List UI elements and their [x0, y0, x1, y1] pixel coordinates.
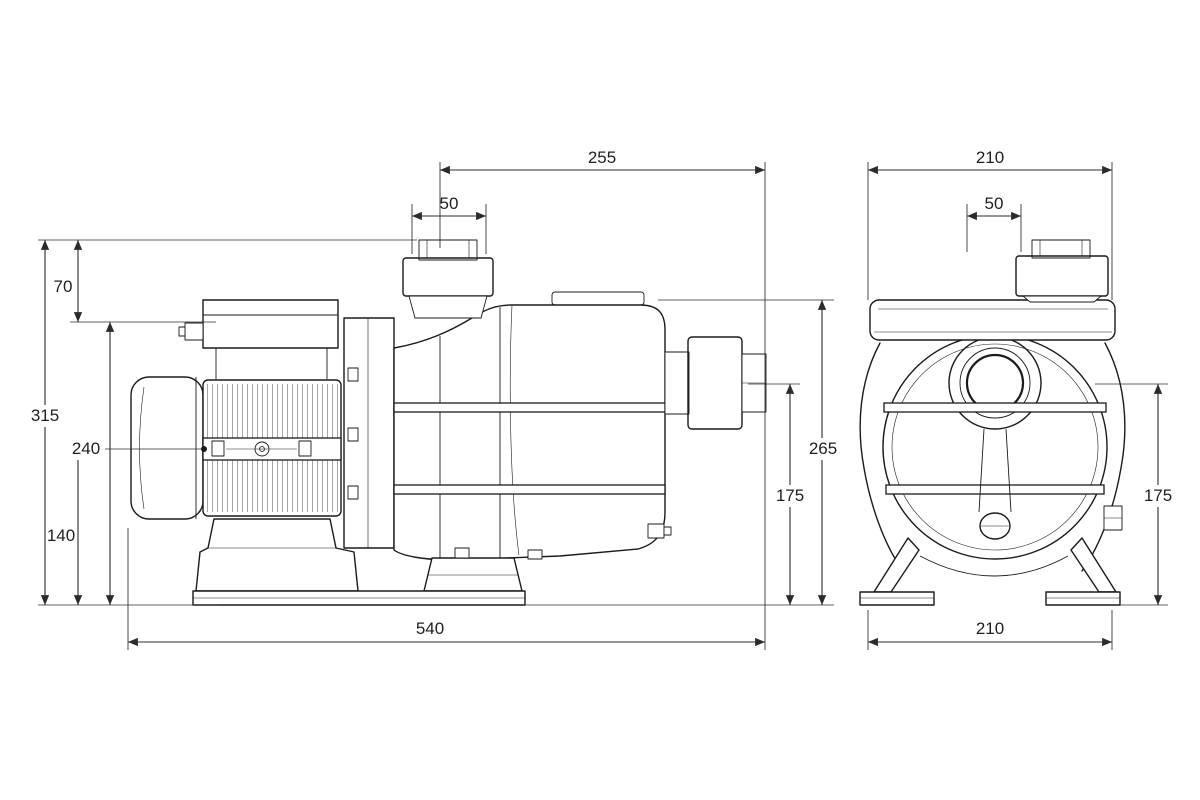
- dim-label-outlet-top-height: 265: [809, 439, 837, 458]
- dimension-labels: 255 50 210 50 70 315 240 140 265 175 540…: [26, 148, 1177, 638]
- seal-plate-bolt-top: [347, 367, 359, 382]
- drain-plug: [647, 523, 665, 539]
- leg-left: [873, 537, 920, 593]
- basket-handle-left: [978, 428, 985, 513]
- outlet-union-nut: [687, 336, 743, 430]
- housing-wing-right: [1081, 342, 1126, 572]
- inlet-circle-mid: [959, 347, 1031, 419]
- dimension-lines: [40, 165, 1163, 647]
- strainer-lid: [551, 291, 645, 306]
- dim-label-lid-offset: 70: [54, 277, 73, 296]
- clamp-band-lower: [393, 484, 666, 495]
- motor-foot: [195, 518, 359, 592]
- cable-gland-cap: [178, 326, 186, 337]
- leg-right: [1070, 537, 1117, 593]
- axis-reference-dot: [201, 446, 207, 452]
- front-port-pipe: [1031, 239, 1091, 259]
- label-bg-240: [67, 438, 105, 460]
- casing-lug-right: [527, 549, 543, 560]
- dim-label-overall-length: 540: [416, 619, 444, 638]
- dim-label-front-overall-width: 210: [976, 619, 1004, 638]
- pot-inner-wall: [509, 304, 520, 556]
- side-view: [130, 239, 767, 606]
- motor-end-cap-curve: [139, 386, 145, 510]
- label-bg-265: [803, 438, 843, 460]
- dim-label-front-axis-height: 175: [1144, 486, 1172, 505]
- dim-label-side-port: 50: [440, 194, 459, 213]
- foot-pad-right: [1045, 591, 1121, 606]
- top-port-flange: [408, 295, 488, 319]
- casing-lug-left: [454, 547, 470, 559]
- front-clamp-band-upper: [883, 402, 1107, 413]
- outlet-neck: [664, 351, 690, 415]
- pump-foot: [423, 557, 523, 592]
- basket-handle-right: [1005, 428, 1012, 513]
- front-view: [859, 239, 1126, 606]
- seal-plate-bolt-bottom: [347, 485, 359, 500]
- dim-label-axis-height: 140: [47, 526, 75, 545]
- dim-label-body-height: 240: [72, 439, 100, 458]
- motor-end-cap: [130, 376, 204, 520]
- label-bg-315: [26, 405, 64, 427]
- drain-plug-knob: [663, 526, 672, 536]
- clamp-band-upper: [393, 402, 666, 413]
- dim-label-front-port: 50: [985, 194, 1004, 213]
- cable-gland: [184, 322, 204, 341]
- foot-pad-left: [859, 591, 935, 606]
- front-clamp-band-lower: [885, 484, 1105, 495]
- housing-wing-left: [859, 342, 904, 572]
- dim-label-outlet-axis-height: 175: [776, 486, 804, 505]
- dim-label-side-top-span: 255: [588, 148, 616, 167]
- motor-fastener-left: [211, 440, 225, 457]
- dim-label-front-top-span: 210: [976, 148, 1004, 167]
- label-bg-175-front: [1139, 485, 1177, 507]
- front-port-flange: [1022, 295, 1102, 303]
- pump-face-inner-circle: [891, 343, 1099, 551]
- dim-label-total-height: 315: [31, 406, 59, 425]
- top-union-nut: [402, 257, 494, 297]
- top-port-pipe: [418, 239, 478, 261]
- housing-bottom-arc: [919, 555, 1069, 577]
- motor-fastener-right: [298, 440, 312, 457]
- label-bg-175-side: [771, 485, 809, 507]
- pump-casing: [393, 304, 666, 561]
- front-top-plate: [869, 299, 1116, 341]
- seal-plate-bolt-mid: [347, 427, 359, 442]
- terminal-box: [202, 299, 339, 349]
- front-union-nut: [1015, 255, 1109, 297]
